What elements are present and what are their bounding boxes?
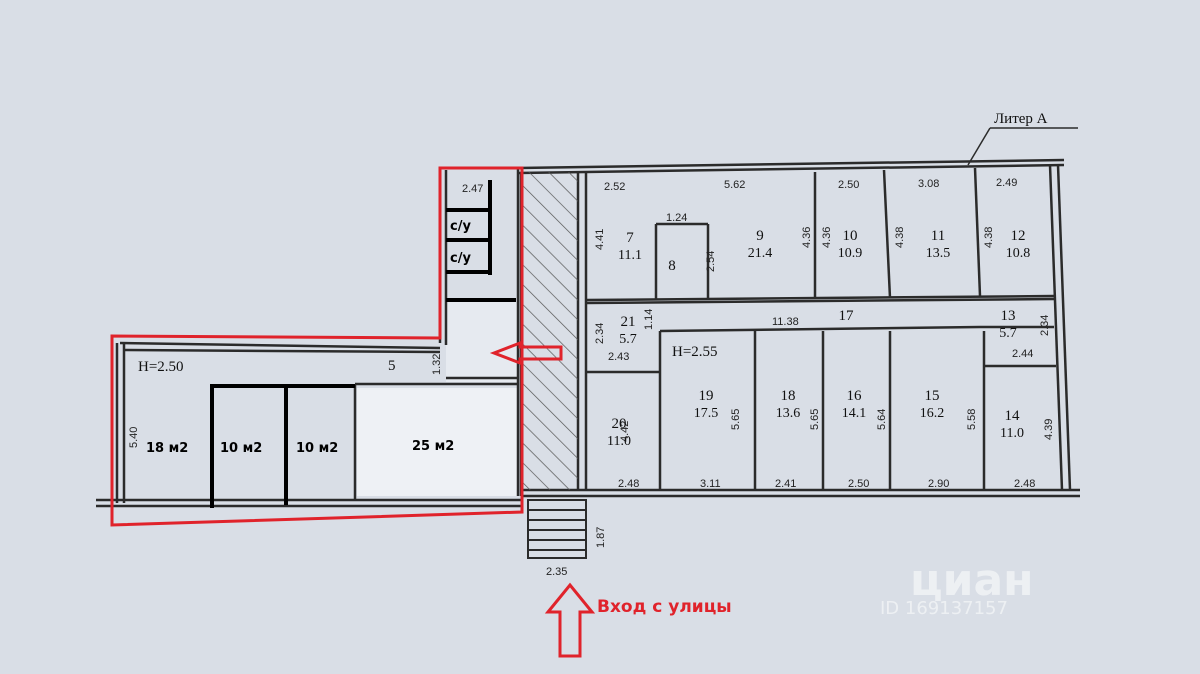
corridor-arrow xyxy=(489,340,563,366)
dim-room10-h: 4.36 xyxy=(821,227,833,248)
dim-top-5: 2.49 xyxy=(996,177,1017,189)
wc-1-label: с/у xyxy=(450,219,471,234)
dim-top-wc: 2.47 xyxy=(462,183,483,195)
dim-top-4: 3.08 xyxy=(918,178,939,190)
room-13-number: 13 xyxy=(1001,308,1016,324)
left-block-walls xyxy=(96,168,521,508)
ceiling-height-left: H=2.50 xyxy=(138,359,184,375)
room-8-number: 8 xyxy=(668,258,676,274)
dim-stair-1: 1.32 xyxy=(431,354,443,375)
dim-room11-h: 4.38 xyxy=(894,227,906,248)
room-d-area: 25 м2 xyxy=(412,439,454,454)
room-a-area: 18 м2 xyxy=(146,441,188,456)
dim-bot-4: 2.50 xyxy=(848,478,869,490)
dim-room13-w: 2.44 xyxy=(1012,348,1033,360)
partition-lines xyxy=(210,180,516,508)
room-17-number: 17 xyxy=(839,308,855,324)
ceiling-height-right: H=2.55 xyxy=(672,344,718,360)
room-c-area: 10 м2 xyxy=(296,441,338,456)
room-16-area: 14.1 xyxy=(842,406,867,421)
dim-room8-w: 1.24 xyxy=(666,212,687,224)
room-21-area: 5.7 xyxy=(619,332,637,347)
dim-room16-h: 5.64 xyxy=(876,409,888,430)
room-b-area: 10 м2 xyxy=(220,441,262,456)
room-14-number: 14 xyxy=(1005,408,1021,424)
dim-bot-1: 2.48 xyxy=(618,478,639,490)
room-12-area: 10.8 xyxy=(1006,246,1031,261)
stair-fill xyxy=(446,300,518,382)
room-18-number: 18 xyxy=(781,388,796,404)
room-11-number: 11 xyxy=(931,228,945,244)
dim-bot-5: 2.90 xyxy=(928,478,949,490)
dim-porch-w: 2.35 xyxy=(546,566,567,578)
room-12-number: 12 xyxy=(1011,228,1026,244)
dim-porch-h: 1.87 xyxy=(595,527,607,548)
highlight-outline xyxy=(110,166,524,527)
room-20-number: 20 xyxy=(612,416,627,432)
dim-top-3: 2.50 xyxy=(838,179,859,191)
room-9-area: 21.4 xyxy=(748,246,773,261)
room-25-fill xyxy=(357,388,519,496)
room-21-number: 21 xyxy=(621,314,636,330)
wc-2-label: с/у xyxy=(450,251,471,266)
room-19-number: 19 xyxy=(699,388,714,404)
room-7-number: 7 xyxy=(626,230,634,246)
room-20-area: 11.0 xyxy=(607,434,631,449)
dim-room12-h: 4.38 xyxy=(983,227,995,248)
room-19-area: 17.5 xyxy=(694,406,719,421)
dim-room20-h: 4.42 xyxy=(619,421,631,442)
dim-room7-h: 4.41 xyxy=(594,229,606,250)
dim-room13-h: 2.34 xyxy=(1039,315,1051,336)
room-18-area: 13.6 xyxy=(776,406,801,421)
dim-room14-h: 4.39 xyxy=(1043,419,1055,440)
hatched-corridor xyxy=(519,172,578,496)
dim-room15-h: 5.58 xyxy=(966,409,978,430)
room-9-number: 9 xyxy=(756,228,764,244)
dim-room9-h: 4.36 xyxy=(801,227,813,248)
liter-label: Литер А xyxy=(994,111,1048,127)
dim-room19-h: 5.65 xyxy=(730,409,742,430)
room-15-number: 15 xyxy=(925,388,940,404)
room-11-area: 13.5 xyxy=(926,246,951,261)
room-15-area: 16.2 xyxy=(920,406,945,421)
room-10-number: 10 xyxy=(843,228,858,244)
room-16-number: 16 xyxy=(847,388,863,404)
room-7-area: 11.1 xyxy=(618,248,642,263)
dim-corr-2: 11.38 xyxy=(772,316,799,328)
dim-top-2: 5.62 xyxy=(724,179,745,191)
dim-bot-2: 3.11 xyxy=(700,478,721,490)
dim-left-h: 5.40 xyxy=(128,427,140,448)
room-13-area: 5.7 xyxy=(999,326,1017,341)
watermark-id: ID 169137157 xyxy=(880,598,1008,619)
liter-leader xyxy=(967,127,1078,166)
dim-room8-h: 2.54 xyxy=(705,251,717,272)
room-labels: 7 11.1 8 9 21.4 10 10.9 11 13.5 12 10.8 13 5.7 14 11.0… xyxy=(607,228,1030,449)
dim-room21-w: 2.43 xyxy=(608,351,629,363)
dim-bot-3: 2.41 xyxy=(775,478,796,490)
dim-bot-6: 2.48 xyxy=(1014,478,1035,490)
corridor-number: 5 xyxy=(388,358,396,374)
room-10-area: 10.9 xyxy=(838,246,863,261)
dim-room21-h: 2.34 xyxy=(594,323,606,344)
dim-corr-1: 1.14 xyxy=(643,309,655,330)
watermark-brand: циан xyxy=(910,555,1034,606)
dim-top-1: 2.52 xyxy=(604,181,625,193)
entrance-label: Вход с улицы xyxy=(597,597,732,617)
room-14-area: 11.0 xyxy=(1000,426,1024,441)
entry-porch xyxy=(527,499,587,559)
entrance-arrow xyxy=(544,582,596,658)
dim-room18-h: 5.65 xyxy=(809,409,821,430)
